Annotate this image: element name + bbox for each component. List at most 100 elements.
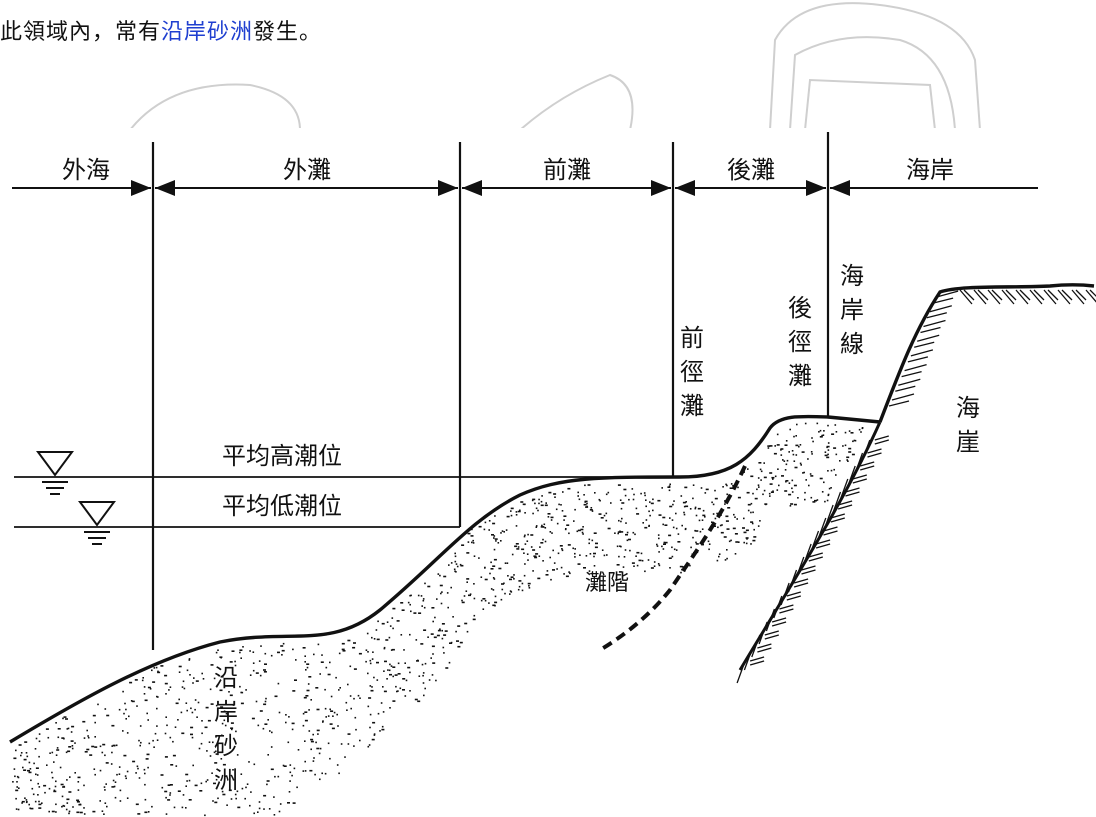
sand-dot [560,566,563,569]
sand-dot [488,520,491,522]
sand-dot [539,546,541,548]
sand-dot [644,494,646,497]
sand-dot [418,612,422,614]
sand-dot [104,708,107,710]
sand-dot [769,472,773,474]
sand-dot [548,491,552,494]
sand-dot [517,510,521,513]
sand-dot [456,565,459,568]
sand-dot [635,507,638,510]
sand-dot [205,780,207,783]
sand-dot [452,616,454,618]
sand-dot [422,672,425,674]
sand-dot [202,678,205,680]
cliff-hatch-stroke [831,487,860,515]
sand-dot [745,529,749,532]
sand-dot [35,767,39,769]
sand-dot [563,519,565,521]
sand-dot [217,649,219,651]
sand-dot [701,528,704,530]
sand-dot [625,522,627,524]
sand-dot [219,689,223,692]
sand-dot [480,599,483,602]
sand-dot [329,661,331,664]
sand-dot [624,549,627,551]
sand-dot [629,549,631,552]
sand-dot [784,469,787,471]
sand-dot [61,795,64,798]
sand-dot [634,533,636,536]
sand-dot [372,651,374,653]
sand-dot [139,725,142,727]
sand-dot [480,576,483,578]
sand-dot [459,641,463,644]
sand-dot [505,529,508,531]
sand-dot [769,495,771,497]
sand-dot [358,652,362,655]
sand-dot [140,741,142,744]
sand-dot [491,534,494,536]
sand-dot [514,545,518,548]
sand-dot [620,507,623,510]
sand-dot [310,740,314,743]
sand-dot [457,645,461,648]
sand-dot [664,541,668,544]
sand-dot [76,811,80,814]
sand-dot [754,497,758,500]
sand-dot [168,689,170,691]
sand-dot [781,475,784,477]
sand-dot [194,708,196,711]
sand-dot [211,772,213,774]
sand-dot [34,748,37,750]
sand-dot [556,522,559,525]
sand-dot [245,689,247,691]
sand-dot [153,746,155,748]
sand-dot [354,716,357,719]
sand-dot [466,578,470,580]
sand-dot [118,766,121,768]
sand-dot [169,792,172,794]
sand-dot [252,651,255,653]
sand-dot [436,598,438,600]
sand-dot [561,510,564,512]
sand-dot [345,701,348,704]
sand-dot [671,519,674,521]
sand-dot [368,697,372,699]
sand-dot [789,505,792,507]
sand-dot [253,812,255,815]
sand-dot [138,739,140,742]
sand-dot [263,669,266,671]
sand-dot [417,594,420,597]
sand-dot [346,709,348,711]
sand-dot [248,761,250,763]
sand-dot [338,689,340,691]
sand-dot [135,803,139,806]
sand-dot [594,546,598,549]
sand-dot [793,503,797,506]
sand-dot [324,772,327,775]
sand-dot [506,515,510,518]
sand-dot [186,780,188,782]
sand-dot [726,549,728,551]
sand-dot [113,785,116,788]
sand-dot [317,733,319,735]
sand-dot [844,431,847,434]
sand-dot [422,598,425,600]
sand-dot [144,798,147,801]
sand-dot [478,557,480,559]
sand-dot [126,732,129,734]
sand-dot [266,783,268,786]
sand-dot [747,468,749,470]
sand-dot [695,543,699,545]
sand-dot [35,737,38,740]
sand-dot [302,647,306,649]
sand-dot [71,745,74,747]
caption-highlight-link[interactable]: 沿岸砂洲 [161,20,254,45]
sand-dot [357,694,360,697]
sand-dot [568,532,570,535]
sand-dot [250,791,252,793]
sand-dot [467,541,470,543]
sand-dot [110,763,113,765]
sand-dot [192,682,194,684]
sand-dot [442,646,445,649]
